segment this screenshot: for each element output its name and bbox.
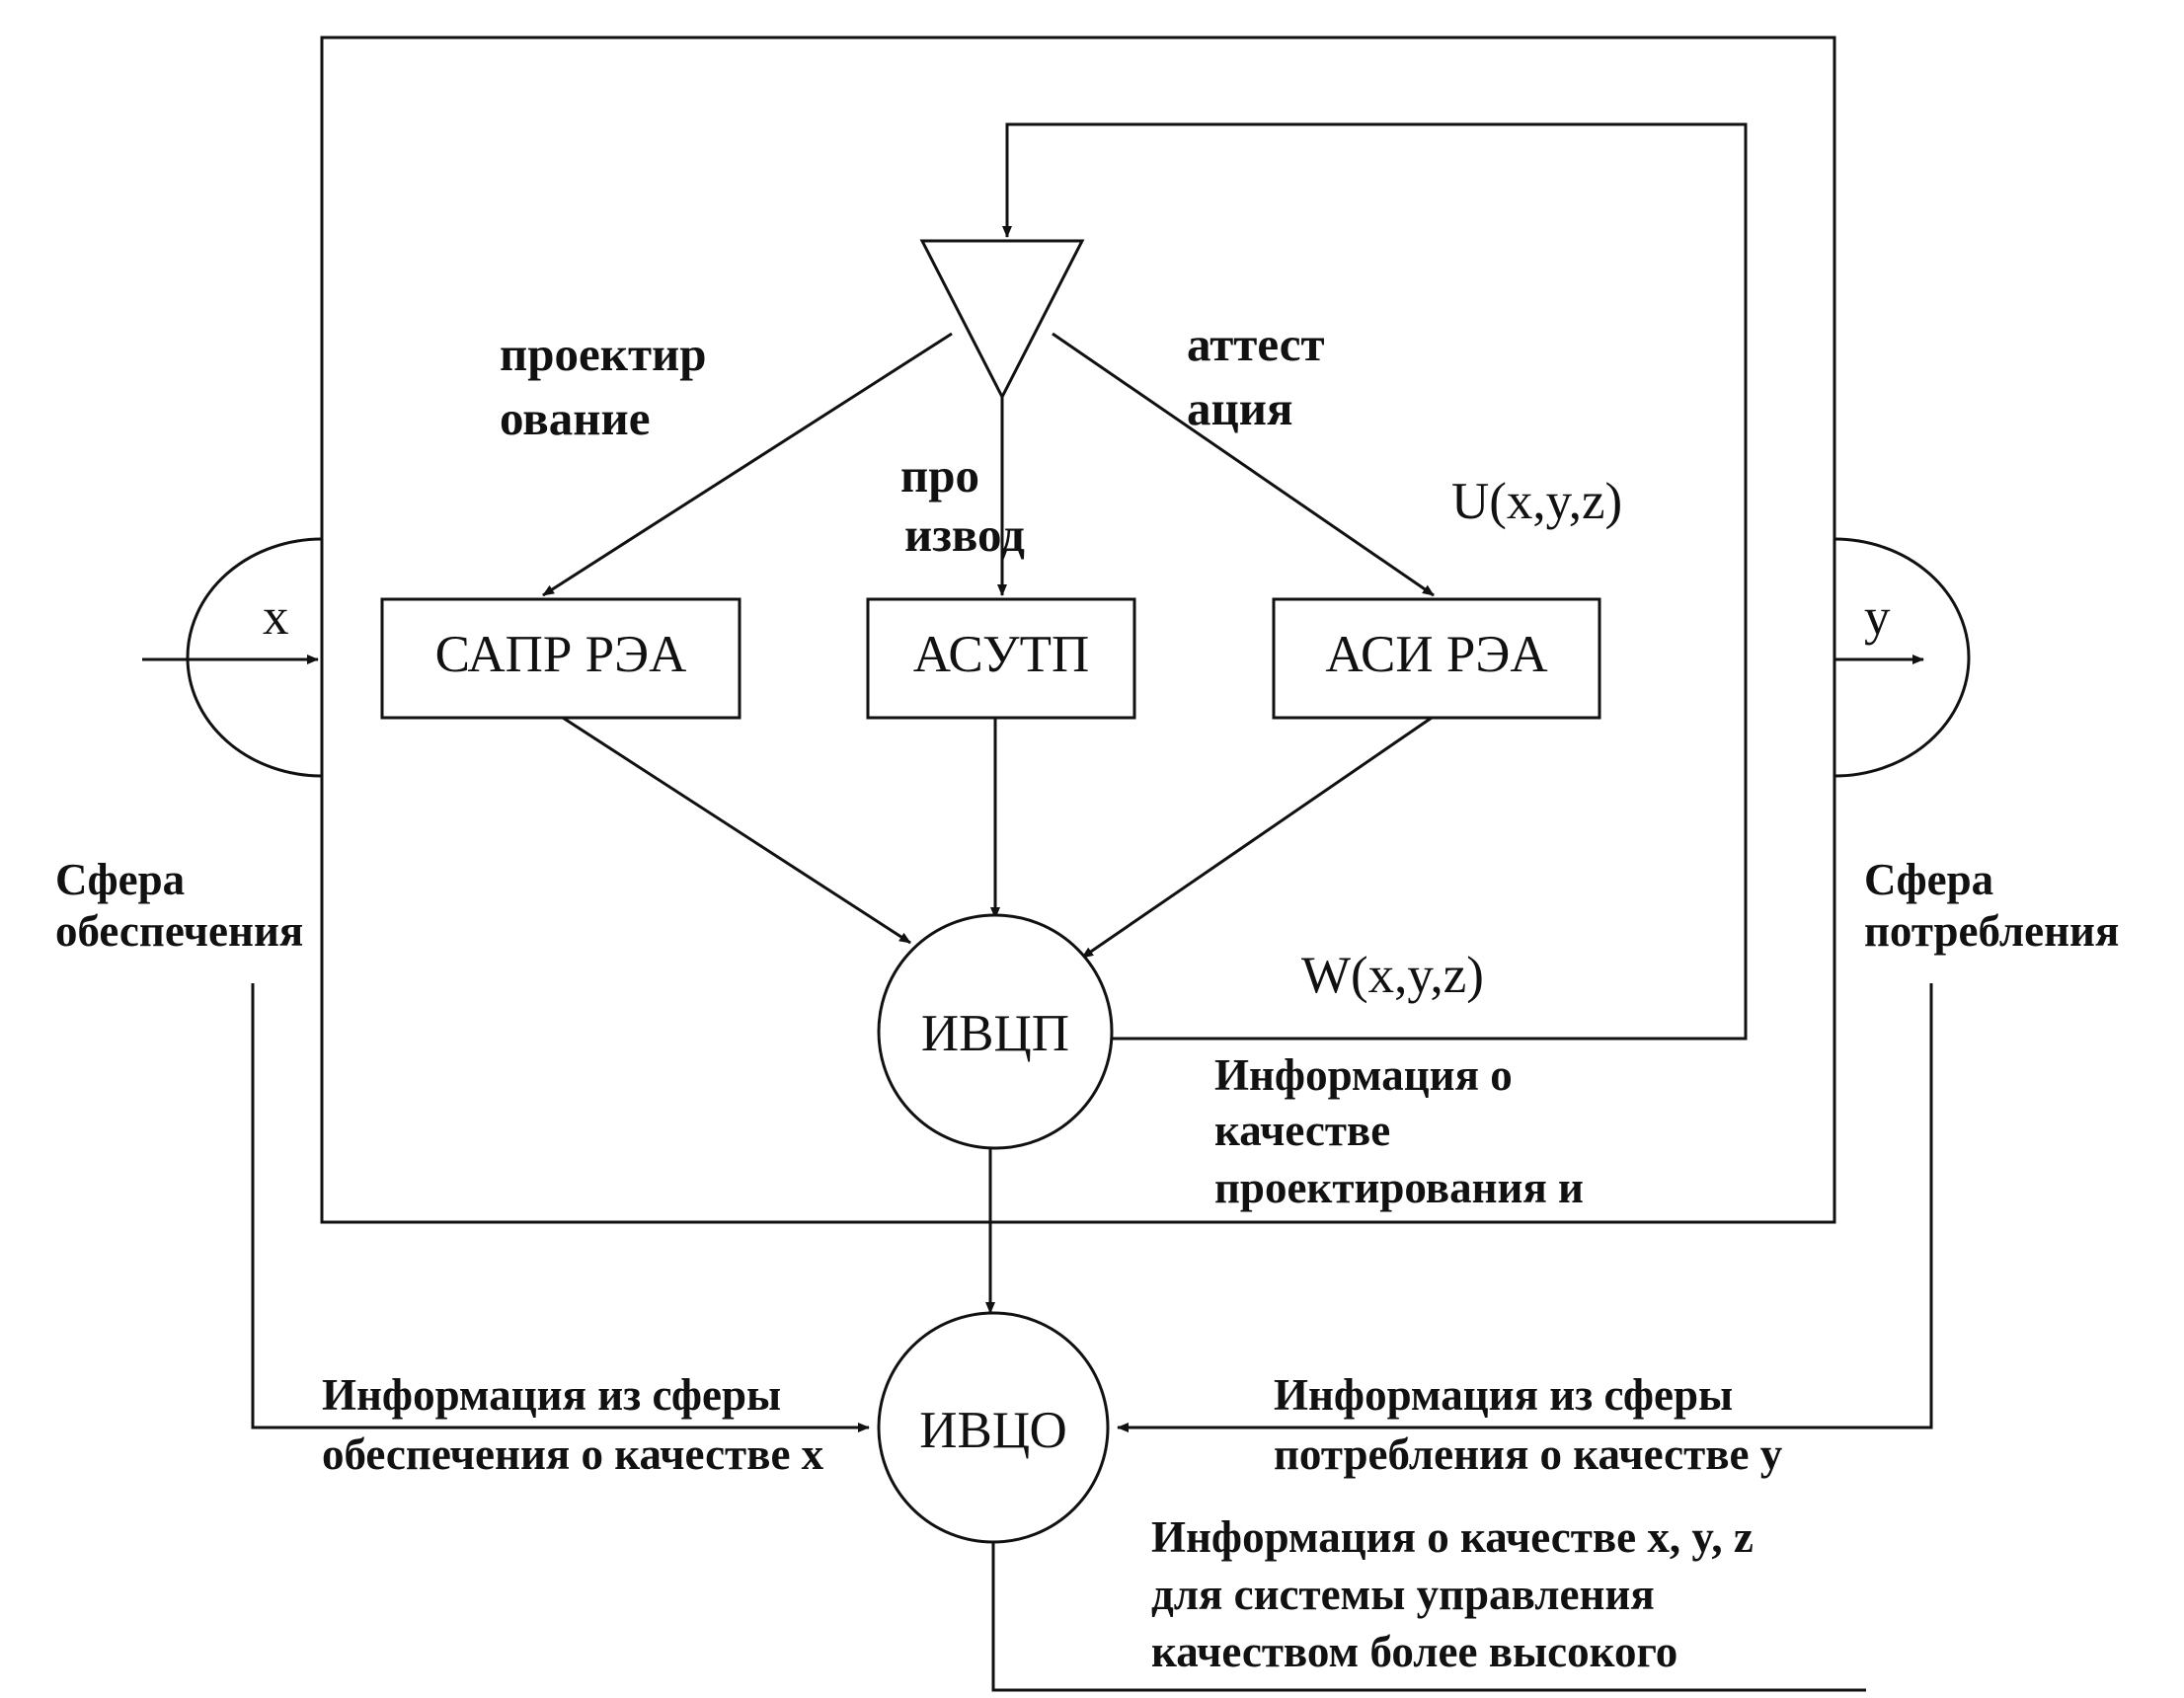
control-triangle (919, 239, 1085, 401)
supply-info-line (251, 983, 870, 1432)
design-label-line2: ование (500, 391, 650, 445)
supply-info-line2: обеспечения о качестве x (322, 1429, 824, 1479)
consumption-sphere-semicircle (1833, 537, 1971, 778)
production-label-line1: про (900, 448, 979, 502)
ivcp-label: ИВЦП (921, 1005, 1069, 1062)
design-arrow (542, 332, 953, 597)
asi-box (1272, 597, 1601, 720)
consumption-sphere-line1: Сфера (1864, 855, 1993, 904)
attestation-label-line2: ация (1187, 381, 1292, 435)
higher-info-line3: качеством более высокого (1151, 1627, 1677, 1676)
higher-level-output-line (991, 1542, 1866, 1692)
feedback-loop-line (1002, 122, 1748, 1041)
sapr-box (380, 597, 741, 720)
u-function-label: U(x,y,z) (1451, 473, 1622, 530)
production-label-line2: извод (904, 507, 1025, 562)
asutp-label: АСУТП (913, 626, 1089, 683)
attestation-label-line1: аттест (1187, 317, 1325, 371)
quality-info-line3: проектирования и (1214, 1163, 1584, 1212)
sapr-to-ivcp-arrow (562, 716, 911, 945)
higher-info-line1: Информация о качестве x, y, z (1151, 1512, 1754, 1562)
quality-info-line1: Информация о (1214, 1050, 1513, 1100)
supply-sphere-line2: обеспечения (55, 906, 303, 956)
y-variable-label: y (1864, 588, 1891, 646)
consumption-info-line2: потребления о качестве y (1274, 1429, 1783, 1479)
x-variable-label: x (263, 588, 289, 646)
supply-sphere-semicircle (186, 537, 323, 778)
asi-to-ivcp-arrow (1081, 716, 1433, 960)
attestation-arrow (1052, 332, 1435, 597)
supply-sphere-line1: Сфера (55, 855, 185, 904)
ivco-label: ИВЦО (919, 1402, 1066, 1459)
asutp-box (866, 597, 1136, 720)
consumption-sphere-line2: потребления (1864, 906, 2119, 956)
supply-info-line1: Информация из сферы (322, 1370, 781, 1420)
sapr-label: САПР РЭА (435, 626, 687, 683)
design-label-line1: проектир (500, 327, 707, 381)
quality-info-line2: качестве (1214, 1106, 1390, 1155)
consumption-info-line1: Информация из сферы (1274, 1370, 1733, 1420)
ivcp-circle (877, 913, 1114, 1150)
w-function-label: W(x,y,z) (1301, 947, 1484, 1004)
asi-label: АСИ РЭА (1325, 626, 1547, 683)
higher-info-line2: для системы управления (1151, 1570, 1655, 1619)
consumption-info-line (1117, 983, 1933, 1432)
